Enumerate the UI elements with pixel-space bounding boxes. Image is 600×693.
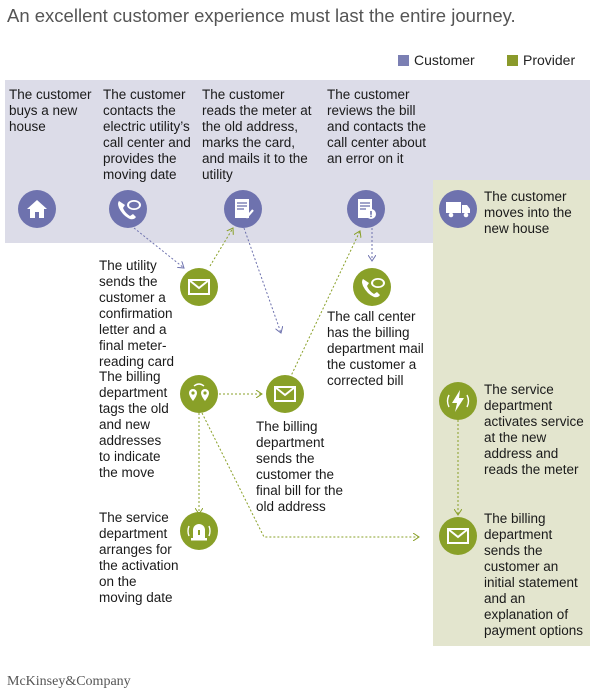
link-form-to-billing bbox=[243, 227, 281, 333]
mail-icon bbox=[439, 517, 477, 555]
bill-alert-icon bbox=[347, 190, 385, 228]
truck-icon bbox=[439, 190, 477, 228]
link-letter-to-form bbox=[209, 228, 233, 267]
step-service-activates: The service department activates service… bbox=[484, 382, 584, 477]
legend-provider-label: Provider bbox=[523, 52, 576, 68]
phone-icon bbox=[353, 268, 391, 306]
form-check-icon bbox=[224, 190, 262, 228]
page-title: An excellent customer experience must la… bbox=[7, 5, 516, 26]
step-moves-in: The customer moves into the new house bbox=[484, 189, 572, 236]
legend-customer: Customer bbox=[398, 52, 475, 68]
legend-provider: Provider bbox=[507, 52, 575, 68]
step-call-center-fix: The call center has the billing departme… bbox=[327, 309, 424, 388]
house-icon bbox=[18, 190, 56, 228]
legend-customer-label: Customer bbox=[414, 52, 475, 68]
alarm-bell-icon bbox=[180, 512, 218, 550]
step-utility-sends: The utility sends the customer a confirm… bbox=[99, 258, 175, 369]
link-billing-mail-to-bill bbox=[289, 231, 360, 379]
step-billing-initial: The billing department sends the custome… bbox=[484, 511, 584, 638]
step-billing-final: The billing department sends the custome… bbox=[256, 419, 344, 514]
step-reviews-bill: The customer reviews the bill and contac… bbox=[327, 87, 427, 166]
step-service-arranges: The service department arranges for the … bbox=[99, 510, 179, 605]
step-billing-tags: The billing department tags the old and … bbox=[99, 369, 169, 480]
link-pins-to-initial bbox=[201, 412, 419, 537]
company-logo: McKinsey&Company bbox=[7, 674, 131, 689]
location-pins-icon bbox=[180, 375, 218, 413]
legend-provider-swatch bbox=[507, 54, 518, 66]
mail-icon bbox=[180, 268, 218, 306]
link-phone-to-letter bbox=[133, 227, 184, 268]
mail-icon bbox=[266, 375, 304, 413]
step-contacts-utility: The customer contacts the electric utili… bbox=[103, 87, 191, 182]
step-reads-meter: The customer reads the meter at the old … bbox=[202, 87, 312, 182]
legend-customer-swatch bbox=[398, 54, 409, 66]
lightning-icon bbox=[439, 382, 477, 420]
step-buys-house: The customer buys a new house bbox=[9, 87, 92, 134]
phone-icon bbox=[109, 190, 147, 228]
